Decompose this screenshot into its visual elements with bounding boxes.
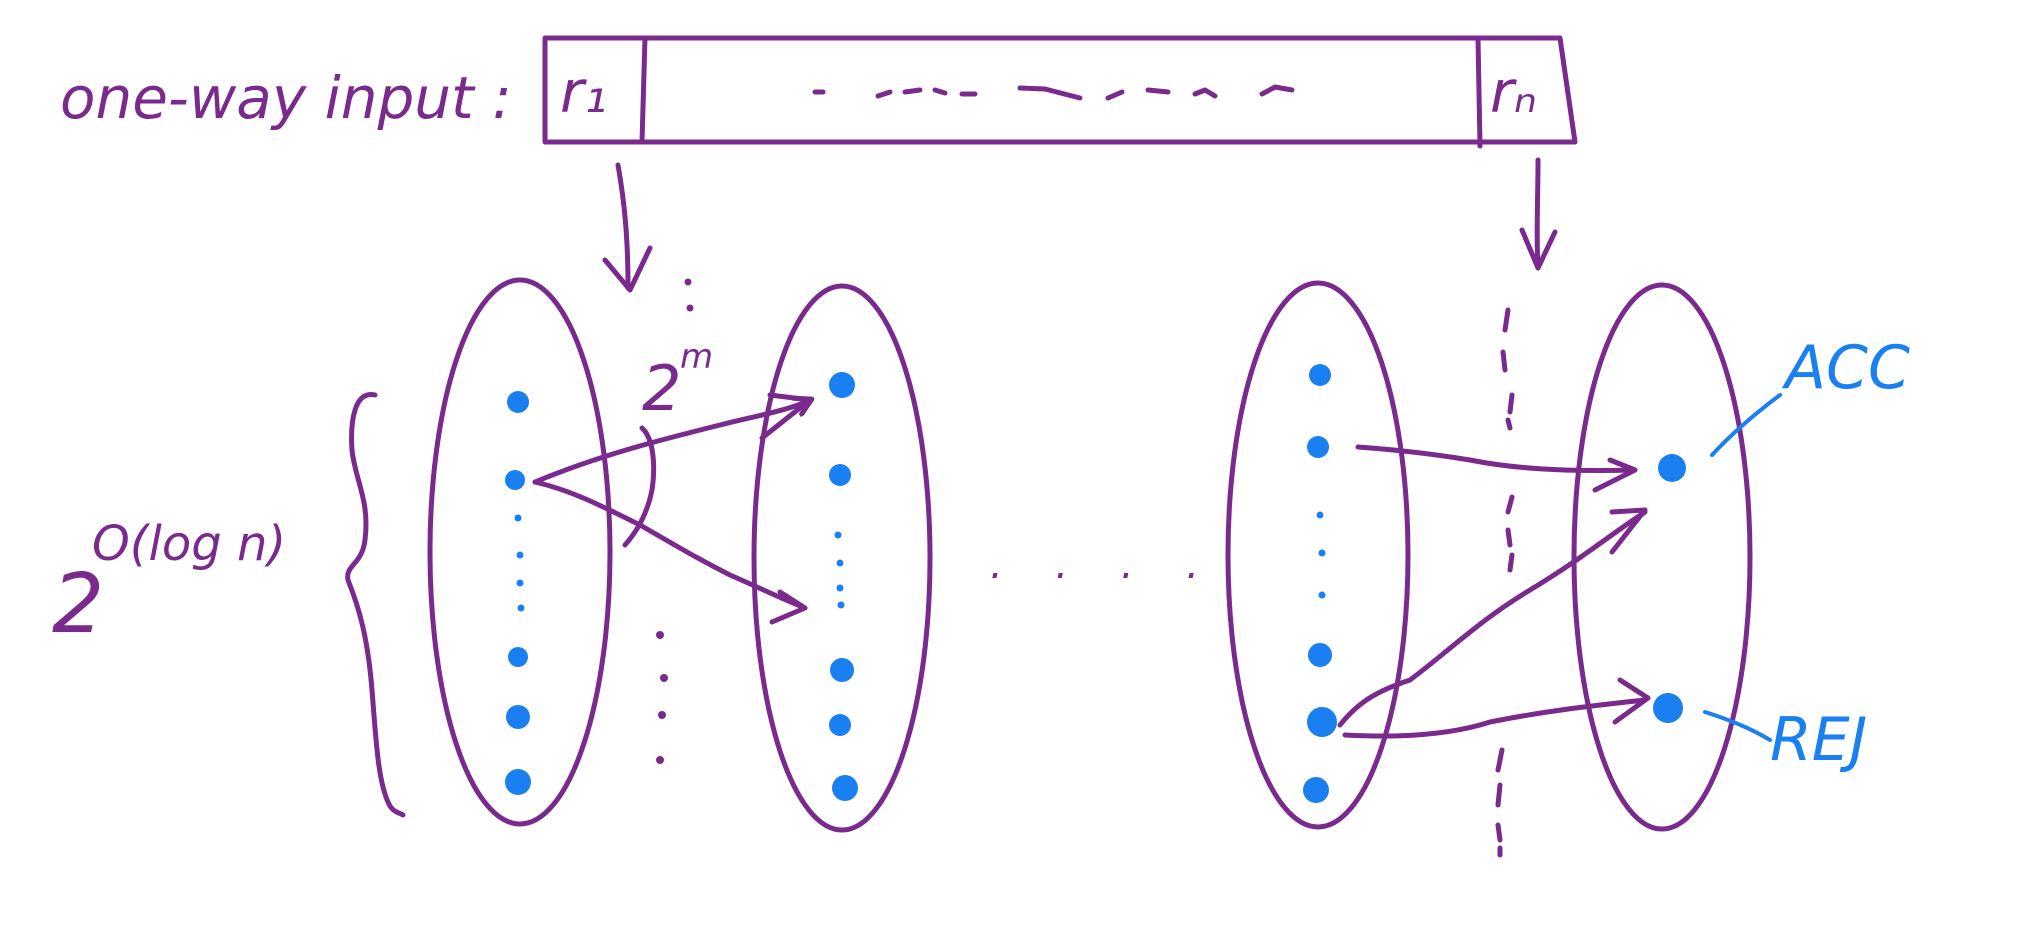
final-layer — [1571, 282, 1753, 832]
layer-2-ellipse — [751, 283, 933, 833]
layer-2-node — [832, 775, 858, 801]
layer-size-base: 2 — [52, 557, 104, 652]
layer-1-node — [505, 769, 531, 795]
layer-k-node — [1309, 364, 1331, 386]
accept-node — [1658, 454, 1686, 482]
tape-divider-right — [1475, 35, 1483, 149]
arrow-r1-to-layer1 — [615, 162, 631, 291]
layer-2-node — [829, 464, 851, 486]
layer-1-node — [506, 705, 530, 729]
layer-k-node — [1303, 777, 1329, 803]
layer-2-node — [829, 372, 855, 398]
transition-edge — [532, 400, 810, 485]
between-layers-ellipsis: . . . . — [990, 542, 1219, 588]
layer-k-ellipsis-dots — [1316, 511, 1326, 599]
input-tape: one-way input : r₁ rₙ — [60, 35, 1578, 149]
vertical-dots-top — [684, 278, 694, 312]
tape-to-layer-arrows — [602, 157, 1558, 293]
layer-size-exponent: O(log n) — [92, 516, 286, 572]
transition-edge-head — [1609, 507, 1648, 555]
dashed-separator — [1495, 307, 1515, 858]
layer-k — [1225, 280, 1411, 830]
layer-2-node — [830, 658, 854, 682]
transitions-layer1-layer2 — [532, 392, 813, 625]
layer-1-node — [505, 470, 525, 490]
layer-k-node — [1307, 436, 1329, 458]
layer-1 — [427, 277, 613, 827]
reject-node — [1653, 693, 1683, 723]
layer-2-ellipsis-dots — [834, 531, 845, 609]
layer-1-ellipsis-dots — [514, 514, 525, 612]
branch-count-base: 2 — [642, 352, 681, 425]
transition-edge — [1337, 509, 1648, 728]
branch-count-exponent: m — [680, 337, 713, 377]
transition-edge-head — [1612, 677, 1651, 725]
transition-edge — [532, 479, 808, 611]
reject-label: REJ — [1770, 705, 1867, 775]
final-layer-ellipse — [1571, 282, 1753, 832]
arrow-r1-to-layer1-head — [602, 245, 653, 293]
layer-k-node — [1307, 707, 1337, 737]
transition-edge-head — [759, 392, 813, 441]
arrow-rn-to-last-layer — [1534, 157, 1541, 271]
accept-leader-line — [1710, 393, 1782, 457]
layer-size-brace — [345, 392, 406, 818]
layer-1-node — [507, 391, 529, 413]
outcome-labels: ACC REJ — [1703, 333, 1910, 775]
tape-ellipsis-dashes — [812, 84, 1295, 101]
transition-edge-head — [1592, 457, 1638, 493]
layer-k-ellipse — [1225, 280, 1411, 830]
layer-2 — [751, 283, 933, 833]
transition-edge — [1355, 444, 1638, 474]
tape-cell-last: rₙ — [1490, 58, 1537, 126]
input-label: one-way input : — [60, 64, 512, 132]
layer-2-node — [829, 714, 851, 736]
layer-1-ellipse — [427, 277, 613, 827]
transitions-layerk-final — [1337, 444, 1651, 739]
layer-k-node — [1308, 643, 1332, 667]
layer-1-node — [508, 647, 528, 667]
layer-size-annotation: 2 O(log n) — [52, 392, 406, 818]
tape-divider-left — [639, 35, 648, 145]
transition-edge-head — [769, 589, 808, 625]
between-layers-dots — [656, 631, 668, 764]
accept-label: ACC — [1781, 333, 1910, 403]
arrow-rn-to-last-layer-head — [1519, 227, 1558, 271]
transition-edge — [1342, 697, 1648, 739]
tape-cell-first: r₁ — [560, 58, 607, 126]
branch-count-annotation: 2 m — [622, 278, 713, 548]
tape-outline — [542, 35, 1578, 145]
reject-leader-line — [1703, 710, 1772, 742]
